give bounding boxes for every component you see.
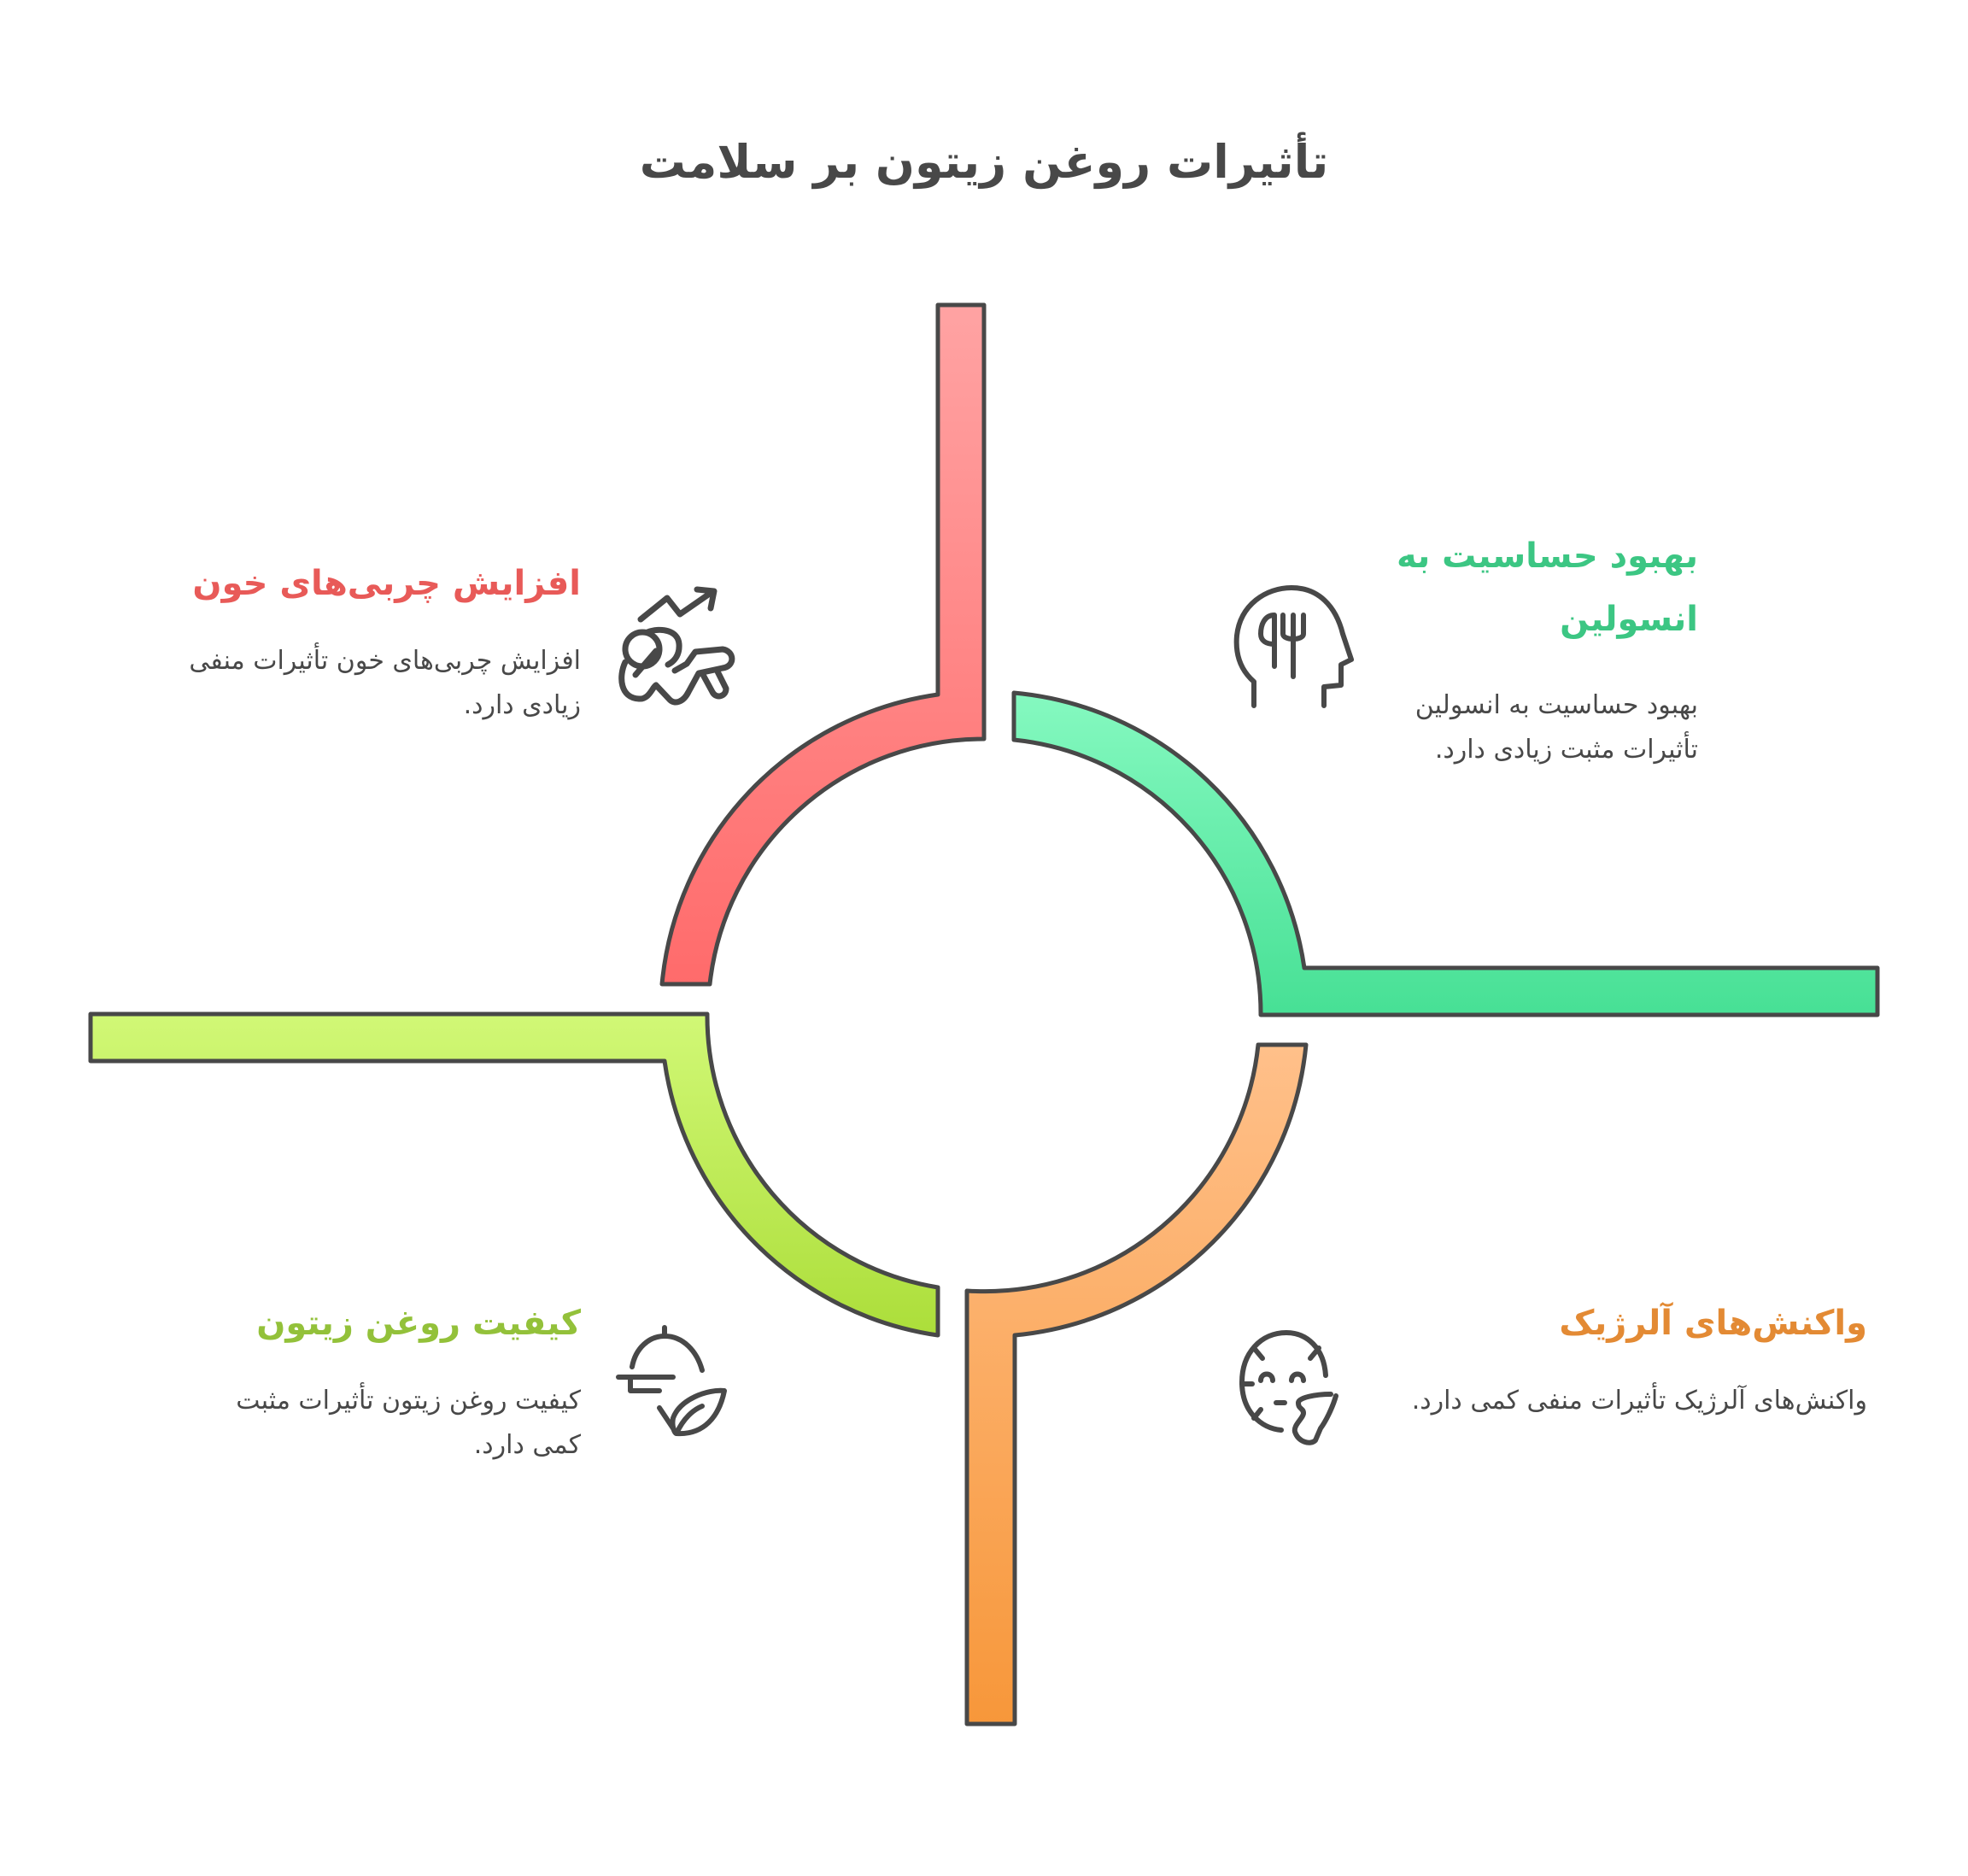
item-description: واکنش‌های آلرژیک تأثیرات منفی کمی دارد. (1411, 1386, 1867, 1416)
item-insulin-sensitivity: بهبود حساسیت به انسولین بهبود حساسیت به … (1389, 525, 1698, 772)
item-blood-lipids: افزایش چربی‌های خون افزایش چربی‌های خون … (188, 557, 581, 728)
segment-oil-quality (88, 1011, 940, 1338)
page-title: تأثیرات روغن زیتون بر سلامت (639, 135, 1329, 189)
item-oil-quality: کیفیت روغن زیتون کیفیت روغن زیتون تأثیرا… (222, 1297, 581, 1468)
segment-allergic-reactions (964, 1042, 1309, 1727)
item-description: افزایش چربی‌های خون تأثیرات منفی زیادی د… (189, 646, 581, 720)
item-heading: واکنش‌های آلرژیک (1559, 1304, 1867, 1343)
trending-up-person-icon (618, 586, 735, 706)
item-heading: کیفیت روغن زیتون (256, 1304, 581, 1343)
item-description: کیفیت روغن زیتون تأثیرات مثبت کمی دارد. (236, 1386, 581, 1460)
food-cloche-leaf-icon (616, 1325, 727, 1437)
item-description: بهبود حساسیت به انسولین تأثیرات مثبت زیا… (1414, 690, 1698, 765)
item-allergic-reactions: واکنش‌های آلرژیک واکنش‌های آلرژیک تأثیرا… (1389, 1297, 1867, 1423)
item-heading: بهبود حساسیت به انسولین (1396, 536, 1698, 639)
head-with-fork-icon (1233, 585, 1354, 708)
allergic-face-icon (1239, 1330, 1338, 1445)
segment-insulin-sensitivity (1011, 690, 1880, 1017)
segment-blood-lipids (659, 302, 987, 987)
item-heading: افزایش چربی‌های خون (192, 564, 581, 603)
